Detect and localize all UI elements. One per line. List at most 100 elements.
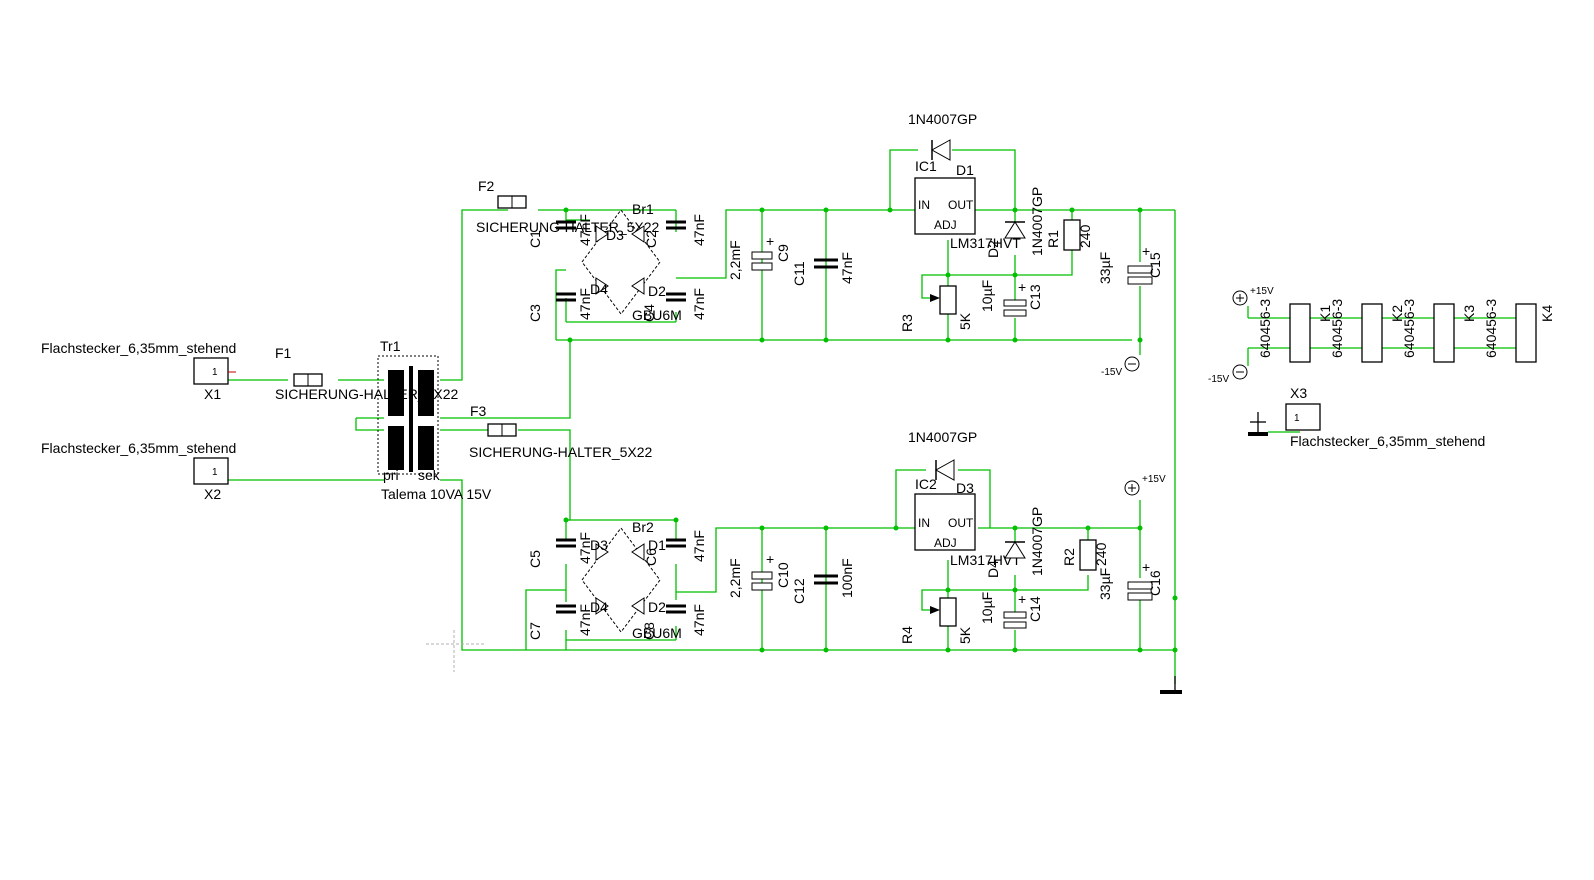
- cursor-crosshair: [426, 630, 484, 672]
- capacitor-c11[interactable]: C11 47nF: [791, 252, 855, 286]
- connector-x1[interactable]: 1 X1 Flachstecker_6,35mm_stehend: [41, 340, 236, 402]
- capacitor-c8-name: C8: [641, 622, 657, 640]
- diode-icon: [631, 277, 645, 295]
- connector-x3[interactable]: 1 X3 Flachstecker_6,35mm_stehend: [1248, 385, 1485, 449]
- transformer-value: Talema 10VA 15V: [381, 486, 492, 502]
- header-k2-value: 640456-3: [1329, 299, 1345, 358]
- plus-icon: +: [766, 233, 774, 249]
- capacitor-c6-name: C6: [643, 548, 659, 566]
- plus-icon: +: [1018, 591, 1026, 607]
- capacitor-c9-name: C9: [775, 244, 791, 262]
- supply-plus-lower: +15V: [1124, 474, 1166, 496]
- header-k3[interactable]: 640456-3 K3: [1401, 299, 1477, 363]
- capacitor-c5-value: 47nF: [577, 532, 593, 564]
- capacitor-c14[interactable]: + 10µF C14: [979, 591, 1043, 629]
- capacitor-c6[interactable]: C6 47nF: [643, 530, 707, 566]
- bridge-br2-d4: D4: [590, 599, 608, 615]
- bridge-br2-d1: D1: [648, 537, 666, 553]
- capacitor-c15[interactable]: + 33µF C15: [1097, 243, 1163, 285]
- regulator-ic2-in: IN: [918, 516, 930, 530]
- resistor-r3[interactable]: R3 5K: [899, 285, 973, 332]
- regulator-ic2[interactable]: IN OUT ADJ IC2 LM317HVT: [914, 476, 1021, 568]
- supply-headers: +15V -15V: [1208, 286, 1274, 385]
- connector-x1-name: X1: [204, 386, 221, 402]
- fuse-f3[interactable]: F3 SICHERUNG-HALTER_5X22: [469, 403, 653, 460]
- capacitor-c7[interactable]: C7 47nF: [527, 604, 593, 640]
- bridge-br1-d4: D4: [590, 281, 608, 297]
- header-k2[interactable]: 640456-3 K2: [1329, 299, 1405, 363]
- plus-icon: +: [1142, 559, 1150, 575]
- header-k1-value: 640456-3: [1257, 299, 1273, 358]
- capacitor-c13-value: 10µF: [979, 280, 995, 312]
- capacitor-c5-name: C5: [527, 550, 543, 568]
- capacitor-c12-name: C12: [791, 578, 807, 604]
- header-k1[interactable]: 640456-3 K1: [1257, 299, 1333, 363]
- capacitor-c1[interactable]: C1 47nF: [527, 214, 593, 248]
- fuse-f2-name: F2: [478, 178, 495, 194]
- supply-minus-label: -15V: [1101, 367, 1122, 378]
- diode-icon: [1004, 221, 1026, 239]
- connector-x3-value: Flachstecker_6,35mm_stehend: [1290, 433, 1485, 449]
- capacitor-c10[interactable]: + 2,2mF C10: [727, 551, 791, 598]
- bridge-br2-d3: D3: [590, 537, 608, 553]
- capacitor-c8[interactable]: C8 47nF: [641, 604, 707, 640]
- wiper-arrow-icon: [930, 606, 940, 614]
- resistor-r3-name: R3: [899, 314, 915, 332]
- capacitor-c2[interactable]: C2 47nF: [643, 214, 707, 248]
- bridge-br1-d3: D3: [606, 227, 624, 243]
- capacitor-c12[interactable]: C12 100nF: [791, 558, 855, 604]
- capacitor-c8-value: 47nF: [691, 604, 707, 636]
- capacitor-c4-value: 47nF: [691, 288, 707, 320]
- transformer-tr1[interactable]: Tr1 Talema 10VA 15V pri sek: [377, 338, 492, 502]
- resistor-r1[interactable]: R1 240: [1045, 219, 1093, 251]
- ground-icon: [1248, 432, 1268, 436]
- resistor-r4[interactable]: R4 5K: [899, 597, 973, 644]
- regulator-ic2-value: LM317HVT: [950, 552, 1021, 568]
- header-k1-name: K1: [1317, 305, 1333, 322]
- capacitor-c11-name: C11: [791, 261, 807, 286]
- fuse-f3-value: SICHERUNG-HALTER_5X22: [469, 444, 653, 460]
- diode-icon: [934, 459, 955, 481]
- connector-x2[interactable]: 1 X2 Flachstecker_6,35mm_stehend: [41, 440, 236, 502]
- connector-x2-name: X2: [204, 486, 221, 502]
- diode-icon: [930, 139, 951, 161]
- diode-icon: [595, 277, 609, 295]
- bridge-br1-name: Br1: [632, 201, 654, 217]
- resistor-r1-value: 240: [1077, 224, 1093, 248]
- diode-d3-name: D3: [956, 480, 974, 496]
- capacitor-c11-value: 47nF: [839, 252, 855, 284]
- capacitor-c13[interactable]: + 10µF C13: [979, 279, 1043, 317]
- capacitor-c3-value: 47nF: [577, 288, 593, 320]
- bridge-br2[interactable]: Br2 GBU6M D3 D1 D2 D4: [581, 519, 682, 641]
- capacitor-c14-value: 10µF: [979, 592, 995, 624]
- regulator-ic2-name: IC2: [915, 476, 937, 492]
- capacitor-c9-value: 2,2mF: [727, 240, 743, 280]
- diode-d3[interactable]: 1N4007GP D3: [908, 429, 977, 496]
- regulator-ic1-in: IN: [918, 198, 930, 212]
- supply-minus-upper: -15V: [1101, 356, 1140, 378]
- wiper-arrow-icon: [930, 294, 940, 302]
- capacitor-c5[interactable]: C5 47nF: [527, 532, 593, 568]
- resistor-r1-name: R1: [1045, 230, 1061, 248]
- capacitor-c4[interactable]: C4 47nF: [641, 288, 707, 322]
- diode-d1[interactable]: 1N4007GP D1: [908, 111, 977, 178]
- capacitor-c15-name: C15: [1147, 252, 1163, 278]
- capacitor-c2-name: C2: [643, 230, 659, 248]
- capacitor-c9[interactable]: + 2,2mF C9: [727, 233, 791, 280]
- diode-icon: [595, 225, 609, 243]
- regulator-ic1[interactable]: IN OUT ADJ IC1 LM317HVT: [914, 158, 1021, 251]
- header-plus-label: +15V: [1250, 286, 1274, 297]
- header-k4-value: 640456-3: [1483, 299, 1499, 358]
- header-k4[interactable]: 640456-3 K4: [1483, 299, 1555, 363]
- capacitor-c3[interactable]: C3 47nF: [527, 288, 593, 322]
- header-minus-label: -15V: [1208, 374, 1229, 385]
- connector-x1-value: Flachstecker_6,35mm_stehend: [41, 340, 236, 356]
- bridge-br1[interactable]: Br1 GBU6M D3 D2 D4: [581, 201, 682, 323]
- resistor-r2[interactable]: R2 240: [1061, 539, 1109, 571]
- capacitor-c16[interactable]: + 33µF C16: [1097, 559, 1163, 601]
- diode-d2[interactable]: D2 1N4007GP: [985, 187, 1045, 258]
- diode-d4-value: 1N4007GP: [1029, 507, 1045, 576]
- diode-d4[interactable]: D4 1N4007GP: [985, 507, 1045, 578]
- fuse-f3-name: F3: [470, 403, 487, 419]
